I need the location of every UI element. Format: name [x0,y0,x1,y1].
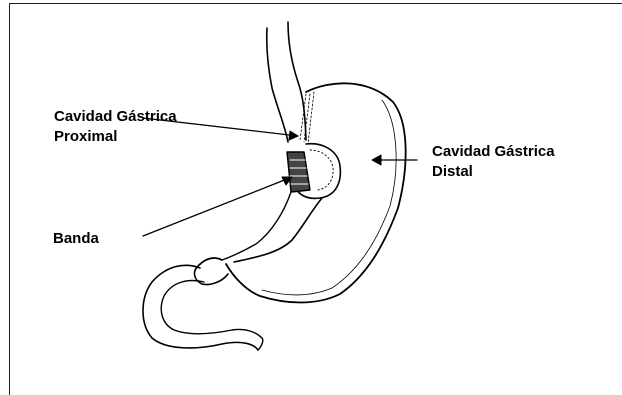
label-band: Banda [53,229,99,249]
label-distal-line2: Distal [432,162,555,182]
arrow-proximal-head [289,131,298,140]
label-proximal-cavity: Cavidad Gástrica Proximal [54,107,177,147]
esophagus-right-wall [288,22,306,140]
label-proximal-line1: Cavidad Gástrica [54,107,177,127]
label-distal-line1: Cavidad Gástrica [432,142,555,162]
band-body [287,152,310,192]
arrow-distal-head [372,155,381,165]
duodenum-end [258,338,263,350]
stomach-lesser-curvature [234,198,322,262]
label-proximal-line2: Proximal [54,127,177,147]
label-distal-cavity: Cavidad Gástrica Distal [432,142,555,182]
duodenum-outer [143,265,258,350]
arrow-banda-line [143,177,292,236]
stomach-greater-curvature-shade [262,100,396,295]
proximal-pouch-inner [310,150,333,190]
esophagus-left-wall [267,28,288,142]
stomach-lesser-curvature-left [222,192,291,260]
label-banda-text: Banda [53,229,99,249]
